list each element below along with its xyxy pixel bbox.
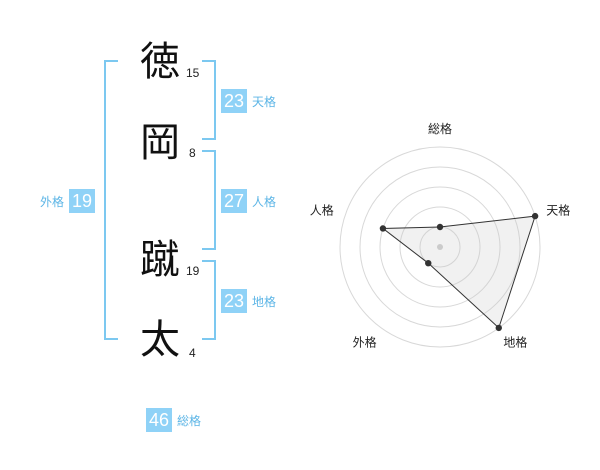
gaikaku-label: 外格 [40,194,65,209]
stroke-count-2: 8 [189,146,196,160]
radar-axis-label: 人格 [310,203,334,218]
jinkaku-bracket [202,150,216,250]
radar-point-1 [436,223,444,231]
radar-ring [379,186,501,308]
stroke-count-4: 4 [189,346,196,360]
gaikaku-value: 19 [69,189,96,213]
radar-point-4 [425,259,432,267]
jinkaku-label: 人格 [252,194,277,209]
stroke-count-1: 15 [186,66,200,80]
tenkaku-value: 23 [221,89,247,113]
radar-axis-label: 天格 [546,203,570,218]
stroke-count-3: 19 [186,264,200,278]
radar-axis-label: 外格 [353,334,377,349]
chikaku-value: 23 [221,289,247,313]
radar-axis-label: 総格 [428,121,452,136]
soukaku-value: 46 [146,408,172,432]
name-char-4: 太 [140,317,180,363]
tenkaku-box: 23 天格 [221,89,276,113]
radar-point-2 [531,212,539,220]
soukaku-label: 総格 [177,413,202,428]
chikaku-box: 23 地格 [221,289,276,313]
gaikaku-box: 外格 19 [40,189,96,213]
jinkaku-box: 27 人格 [221,189,276,213]
radar-point-5 [379,225,387,232]
radar-ring [399,206,481,288]
jinkaku-value: 27 [221,189,247,213]
tenkaku-label: 天格 [252,94,277,109]
chikaku-bracket [202,260,216,340]
radar-ring [359,166,521,328]
radar-series [381,215,536,329]
name-char-1: 徳 [140,39,180,85]
chikaku-label: 地格 [252,294,277,309]
radar-point-3 [495,324,502,332]
soukaku-box: 46 総格 [146,408,201,432]
radar-ring [339,146,541,348]
name-char-3: 蹴 [140,237,180,283]
radar-axis-label: 地格 [503,334,527,349]
gaikaku-bracket [104,60,118,340]
name-char-2: 岡 [140,120,180,166]
radar-center [437,244,443,250]
tenkaku-bracket [202,60,216,140]
